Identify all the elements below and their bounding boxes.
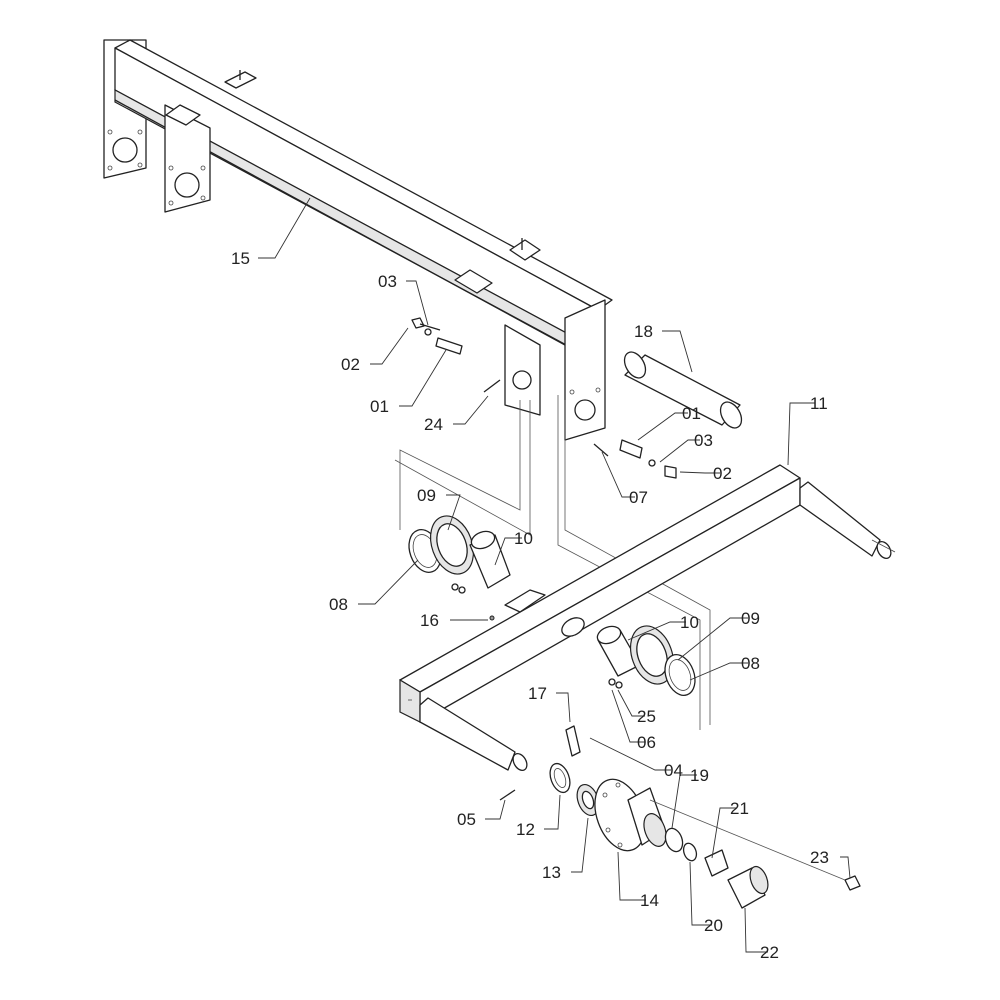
- label-13: 13: [542, 863, 561, 882]
- label-09: 09: [741, 609, 760, 628]
- pivot-hardware-right: [593, 439, 677, 479]
- pivot-pin: [623, 351, 743, 429]
- bushing-set-left: [408, 515, 511, 621]
- label-03: 03: [378, 272, 397, 291]
- axle-beam: [399, 464, 896, 772]
- label-23: 23: [810, 848, 829, 867]
- hub-assembly: [499, 725, 861, 909]
- label-08: 08: [329, 595, 348, 614]
- label-14: 14: [640, 891, 659, 910]
- bushing-set-right: [596, 625, 696, 696]
- label-11: 11: [810, 394, 828, 413]
- label-10: 10: [514, 529, 533, 548]
- label-08: 08: [741, 654, 760, 673]
- label-21: 21: [730, 799, 749, 818]
- pivot-hardware-left: [411, 317, 501, 393]
- label-03: 03: [694, 431, 713, 450]
- label-19: 19: [690, 766, 709, 785]
- label-17: 17: [528, 684, 547, 703]
- label-22: 22: [760, 943, 779, 962]
- label-02: 02: [341, 355, 360, 374]
- label-10: 10: [680, 613, 699, 632]
- main-frame-beam: [103, 39, 613, 441]
- callout-labels: 15 03 02 01 24 18 01 03 02 07 11 09 10 0…: [231, 249, 829, 962]
- leader-lines: [258, 197, 851, 953]
- label-12: 12: [516, 820, 535, 839]
- label-02: 02: [713, 464, 732, 483]
- label-04: 04: [664, 761, 683, 780]
- label-06: 06: [637, 733, 656, 752]
- label-07: 07: [629, 488, 648, 507]
- label-25: 25: [637, 707, 656, 726]
- label-05: 05: [457, 810, 476, 829]
- label-01: 01: [682, 404, 701, 423]
- label-01: 01: [370, 397, 389, 416]
- label-16: 16: [420, 611, 439, 630]
- label-20: 20: [704, 916, 723, 935]
- label-15: 15: [231, 249, 250, 268]
- label-24: 24: [424, 415, 443, 434]
- label-18: 18: [634, 322, 653, 341]
- label-09: 09: [417, 486, 436, 505]
